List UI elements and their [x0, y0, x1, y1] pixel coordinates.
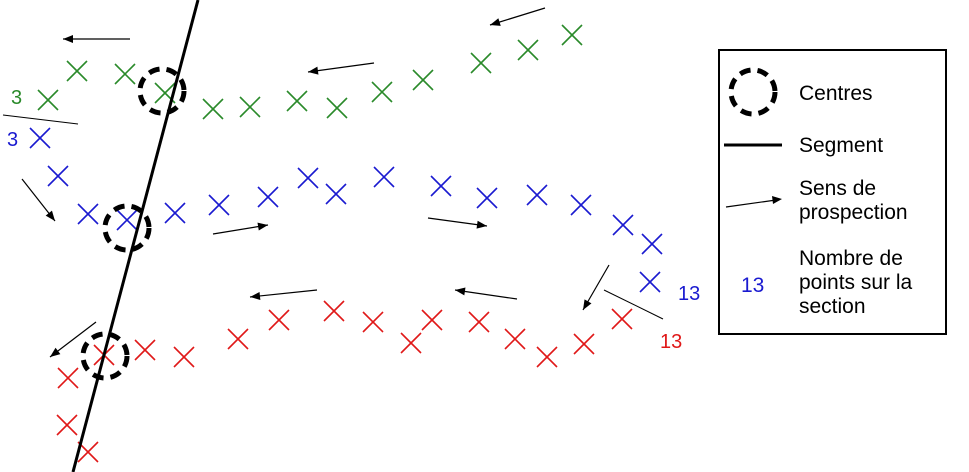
green-point: [517, 39, 539, 61]
direction-arrow-head: [455, 287, 466, 296]
legend-sens-label: Sens de prospection: [799, 177, 908, 224]
green-point: [470, 52, 492, 74]
blue-point: [77, 203, 99, 225]
direction-arrow-head: [583, 299, 592, 310]
green-start-label: 3: [11, 87, 22, 109]
blue-point: [430, 175, 452, 197]
centre-blue: [102, 203, 152, 253]
red-point: [173, 346, 195, 368]
blue-point: [476, 187, 498, 209]
blue-point: [641, 233, 663, 255]
direction-arrow: [454, 289, 518, 300]
direction-arrow-head: [63, 35, 73, 43]
direction-arrow: [249, 289, 318, 298]
green-point: [66, 60, 88, 82]
red-point: [400, 332, 422, 354]
blue-end-tick: [603, 289, 664, 320]
direction-arrow-head: [308, 66, 319, 75]
red-end-label: 13: [660, 331, 682, 353]
legend-arrow-head: [772, 196, 782, 204]
red-point: [611, 308, 633, 330]
legend-arrow-icon: [725, 199, 777, 208]
green-start-tick: [2, 114, 79, 125]
blue-point: [526, 184, 548, 206]
red-point: [362, 311, 384, 333]
red-point: [504, 328, 526, 350]
red-point: [468, 311, 490, 333]
green-point: [371, 81, 393, 103]
legend-centres-label: Centres: [799, 82, 873, 105]
green-point: [561, 24, 583, 46]
green-point: [412, 69, 434, 91]
blue-point: [639, 271, 661, 293]
segment-line: [71, 0, 200, 472]
direction-arrow-head: [476, 220, 487, 229]
blue-point: [325, 183, 347, 205]
direction-arrow-head: [45, 210, 55, 221]
green-point: [286, 90, 308, 112]
red-point: [56, 414, 78, 436]
red-point: [421, 309, 443, 331]
centre-red: [80, 331, 130, 381]
green-point: [326, 97, 348, 119]
blue-end-label: 13: [678, 283, 700, 305]
green-point: [114, 63, 136, 85]
red-point: [536, 346, 558, 368]
direction-arrow-head: [490, 18, 501, 26]
blue-point: [570, 194, 592, 216]
legend-segment-label: Segment: [799, 134, 884, 157]
centre-green: [137, 66, 187, 116]
green-point: [37, 89, 59, 111]
legend-nombre-label: Nombre de points sur la section: [799, 247, 913, 318]
blue-start-label: 3: [7, 129, 18, 151]
red-point: [227, 328, 249, 350]
legend-graphics: 13: [724, 67, 782, 297]
blue-point: [297, 167, 319, 189]
direction-arrow-head: [50, 347, 61, 357]
red-point: [268, 309, 290, 331]
blue-point: [47, 165, 69, 187]
direction-arrow-head: [257, 222, 268, 231]
blue-point: [116, 209, 138, 231]
blue-point: [164, 202, 186, 224]
blue-point: [208, 194, 230, 216]
direction-arrow-head: [250, 291, 261, 300]
direction-arrow: [307, 62, 375, 73]
green-point: [202, 98, 224, 120]
red-point: [573, 333, 595, 355]
legend-centre-icon: [728, 67, 778, 117]
legend: 13 Centres Segment Sens de prospection N…: [718, 49, 947, 335]
red-point: [134, 339, 156, 361]
red-point: [323, 300, 345, 322]
blue-point: [257, 186, 279, 208]
blue-point: [612, 214, 634, 236]
green-point: [239, 96, 261, 118]
red-point: [57, 367, 79, 389]
blue-point: [29, 127, 51, 149]
legend-count-sample: 13: [741, 274, 764, 297]
blue-point: [373, 166, 395, 188]
